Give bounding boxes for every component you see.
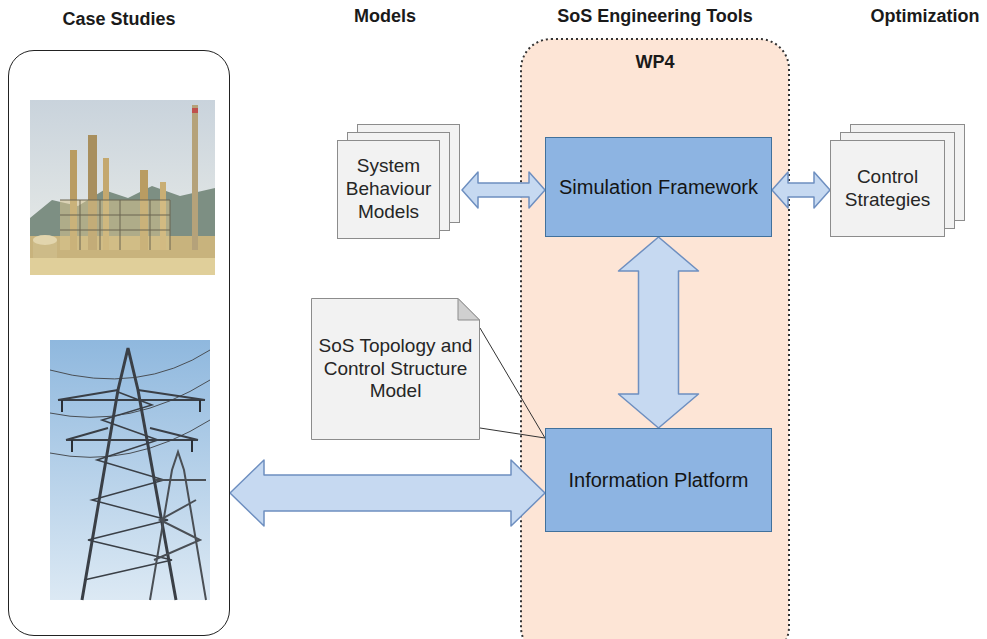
model-document-stack: System Behaviour Models — [337, 140, 440, 239]
node-label: Simulation Framework — [559, 175, 758, 199]
sky — [50, 340, 210, 600]
tank-top — [33, 235, 57, 245]
node-heading: Case Studies — [9, 9, 229, 30]
document-fold — [458, 299, 480, 321]
tool-box: Information Platform — [545, 428, 772, 532]
node-label: Information Platform — [568, 468, 748, 492]
column-header: Optimization — [871, 6, 980, 27]
power-pylon-photo — [50, 340, 210, 600]
scaffolding — [60, 200, 170, 250]
second-tower — [150, 452, 206, 600]
document-page — [312, 299, 480, 440]
band-layer — [521, 39, 789, 639]
insulators — [62, 400, 200, 452]
tool-box: Simulation Framework — [545, 137, 772, 237]
chimney-band — [192, 108, 198, 113]
callout-lines — [480, 328, 545, 438]
power-wires — [50, 350, 210, 457]
node-label: System Behaviour Models — [343, 155, 434, 223]
refinery-photo — [30, 100, 215, 275]
node-label: SoS Topology and Control Structure Model — [317, 335, 474, 403]
ground-light — [30, 258, 215, 275]
chimney — [192, 105, 198, 250]
strategy-document-stack: Control Strategies — [830, 140, 945, 237]
model-document: SoS Topology and Control Structure Model — [311, 298, 480, 440]
block-arrow — [462, 172, 545, 208]
block-arrow — [772, 172, 830, 208]
column-header: SoS Engineering Tools — [557, 6, 753, 27]
plant-block — [60, 200, 170, 250]
document-page — [338, 141, 440, 239]
case-study-panel: Case Studies — [8, 50, 230, 636]
cross-arms — [58, 390, 205, 440]
document-page — [831, 141, 945, 237]
band-outline — [521, 39, 789, 639]
column-header: Models — [354, 6, 416, 27]
block-arrow — [619, 237, 699, 428]
block-arrow — [230, 460, 545, 526]
sky — [30, 100, 215, 275]
node-label: Control Strategies — [836, 166, 939, 212]
node-heading: WP4 — [520, 38, 790, 73]
work-package-band: WP4Simulation FrameworkInformation Platf… — [520, 38, 790, 639]
tower-legs — [82, 348, 176, 600]
